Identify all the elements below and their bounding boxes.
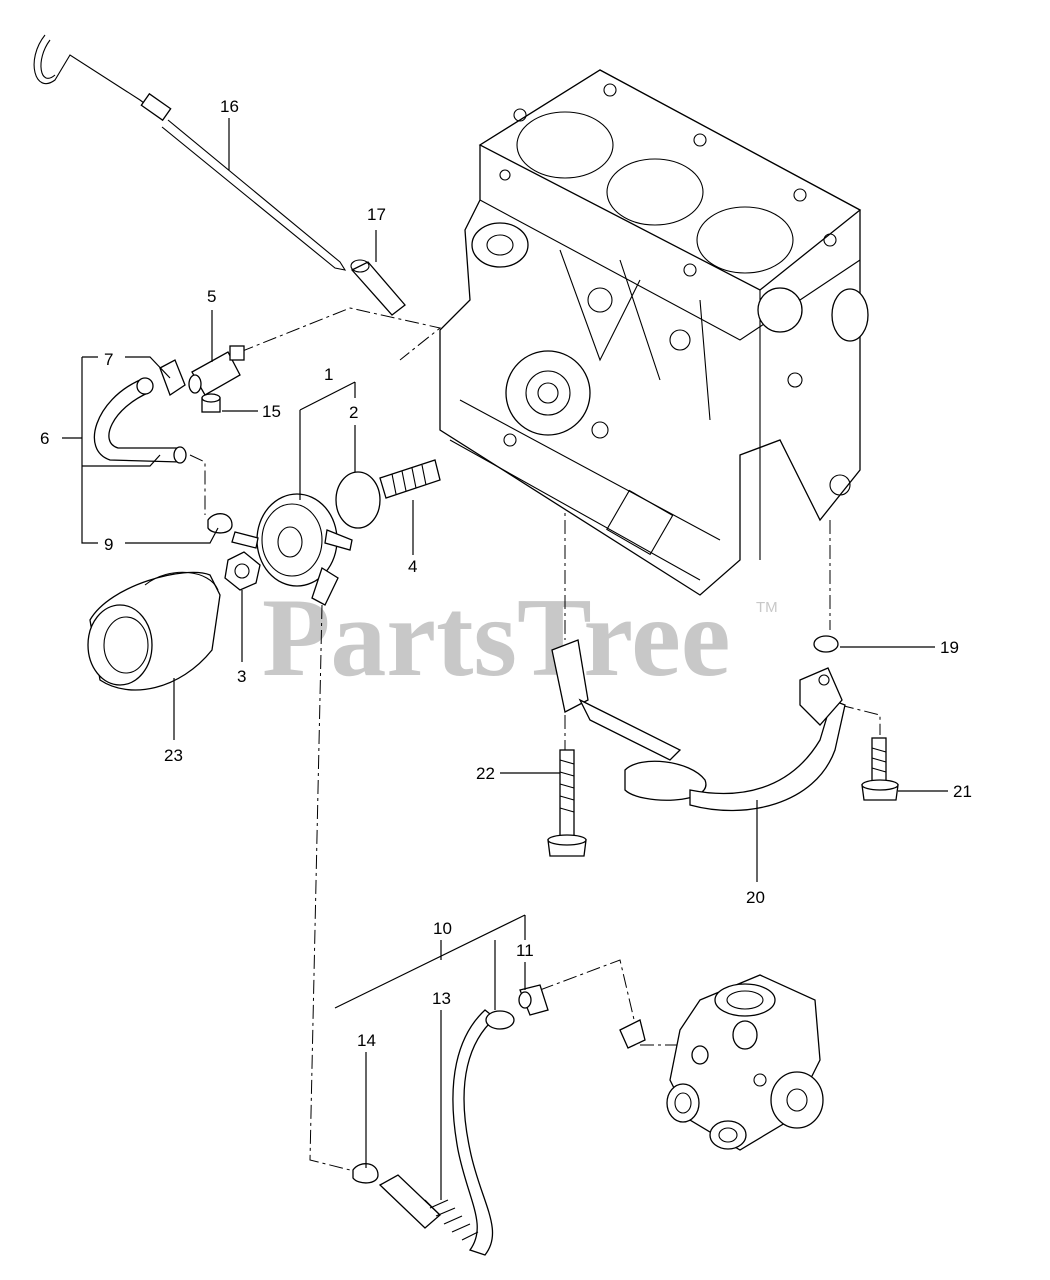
oil-filter (87, 571, 221, 691)
callouts: 16 17 5 7 1 15 2 6 9 4 3 19 23 22 21 20 … (40, 97, 972, 1050)
elbow (159, 359, 186, 396)
lower-hose (378, 1009, 515, 1256)
washer (813, 635, 839, 653)
callout-10: 10 (433, 919, 452, 938)
callout-4: 4 (408, 557, 417, 576)
callout-20: 20 (746, 888, 765, 907)
callout-14: 14 (357, 1031, 376, 1050)
engine-block (439, 69, 869, 596)
callout-7: 7 (104, 350, 113, 369)
upper-hose (93, 377, 187, 464)
callout-23: 23 (164, 746, 183, 765)
hose-elbow (518, 984, 549, 1016)
callout-5: 5 (207, 287, 216, 306)
oil-strainer (551, 639, 846, 812)
callout-16: 16 (220, 97, 239, 116)
gasket (335, 471, 381, 529)
bolt-left (547, 749, 587, 857)
watermark-text: PartsTree (262, 576, 731, 700)
leader-lines (62, 118, 948, 1200)
callout-17: 17 (367, 205, 386, 224)
dipstick-tube (350, 259, 406, 316)
oil-cooler (231, 493, 353, 606)
callout-2: 2 (349, 403, 358, 422)
dipstick (33, 34, 347, 271)
callout-19: 19 (940, 638, 959, 657)
callout-9: 9 (104, 535, 113, 554)
callout-15: 15 (262, 402, 281, 421)
hose-clamp (352, 1163, 379, 1184)
callout-11: 11 (516, 941, 534, 960)
callout-13: 13 (432, 989, 451, 1008)
stud (379, 459, 441, 499)
callout-3: 3 (237, 667, 246, 686)
callout-22: 22 (476, 764, 495, 783)
watermark: PartsTree TM (262, 576, 778, 700)
callout-1: 1 (324, 365, 333, 384)
callout-6: 6 (40, 429, 49, 448)
watermark-trademark: TM (756, 599, 778, 616)
plug (201, 393, 221, 413)
callout-21: 21 (953, 782, 972, 801)
nut (224, 551, 261, 591)
pump-housing (619, 974, 824, 1151)
clamp (207, 513, 233, 534)
bolt-right (861, 737, 899, 801)
fitting (188, 345, 245, 396)
